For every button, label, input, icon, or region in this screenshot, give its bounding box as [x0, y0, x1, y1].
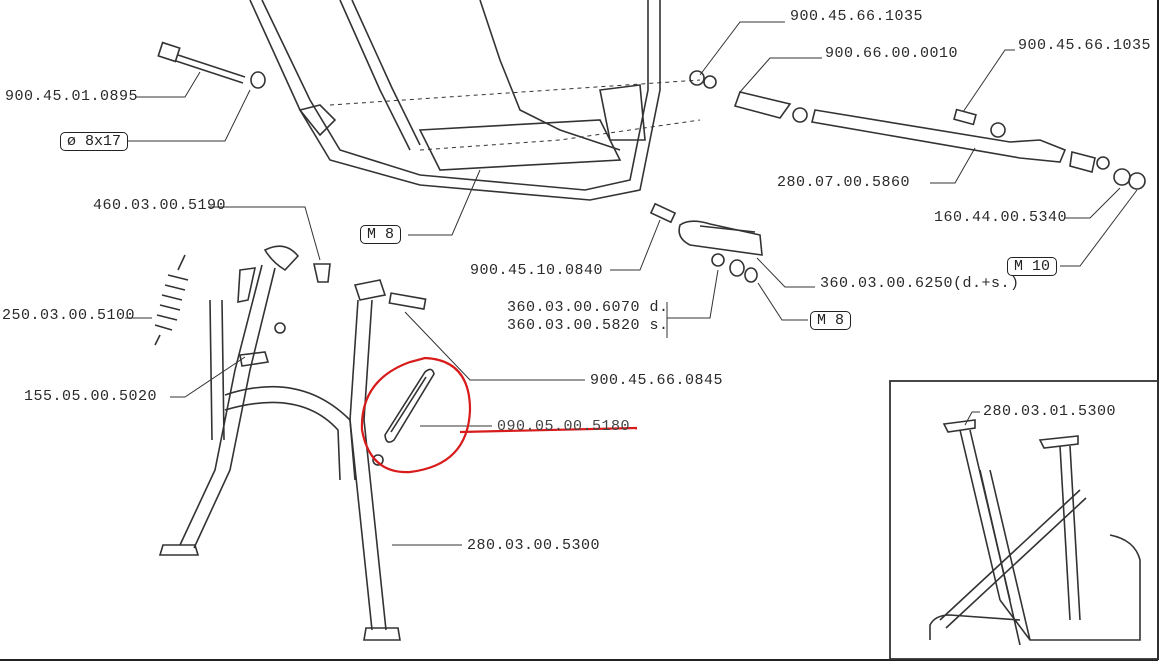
size-spec-box: M 10: [1007, 257, 1058, 276]
part-number-label: 280.07.00.5860: [777, 174, 911, 191]
struck-part-number-label: 090.05.00.5180: [497, 418, 631, 435]
frame-drawing: [249, 0, 701, 201]
size-spec-box: M 8: [360, 225, 402, 244]
part-number-label: 900.45.01.0895: [5, 88, 139, 105]
part-number-label: 280.03.00.5300: [467, 537, 601, 554]
part-number-label: 460.03.00.5190: [93, 197, 227, 214]
inset-stand-view: [889, 380, 1159, 660]
size-spec-box: M 8: [810, 311, 852, 330]
part-number-label: 155.05.00.5020: [24, 388, 158, 405]
part-number-label: 360.03.00.6070 d.: [507, 299, 669, 316]
bushing-drawing: [313, 263, 331, 283]
spring-drawing: [154, 254, 189, 346]
rubber-pad-drawing: [384, 368, 435, 443]
part-number-label: 900.45.66.0845: [590, 372, 724, 389]
red-annotation: [360, 356, 638, 474]
part-number-label: 900.66.00.0010: [825, 45, 959, 62]
part-number-label: 900.45.10.0840: [470, 262, 604, 279]
red-strikethrough-line: [459, 426, 638, 434]
part-number-label: 250.03.00.5100: [2, 307, 136, 324]
leader-lines: [125, 21, 1138, 546]
long-bolt-drawing: [157, 41, 266, 89]
part-number-label: 900.45.66.1035: [790, 8, 924, 25]
part-number-label: 360.03.00.5820 s.: [507, 317, 669, 334]
part-number-label: 900.45.66.1035: [1018, 37, 1152, 54]
footpeg-drawing: [649, 202, 763, 283]
part-number-label: 360.03.00.6250(d.+s.): [820, 275, 1020, 292]
red-circle-annotation: [360, 356, 472, 474]
part-number-label: 160.44.00.5340: [934, 209, 1068, 226]
center-stand-drawing: [158, 245, 427, 641]
part-number-label: 280.03.01.5300: [983, 403, 1117, 420]
size-spec-box: ø 8x17: [60, 132, 129, 151]
brake-rod-drawing: [689, 70, 1146, 190]
